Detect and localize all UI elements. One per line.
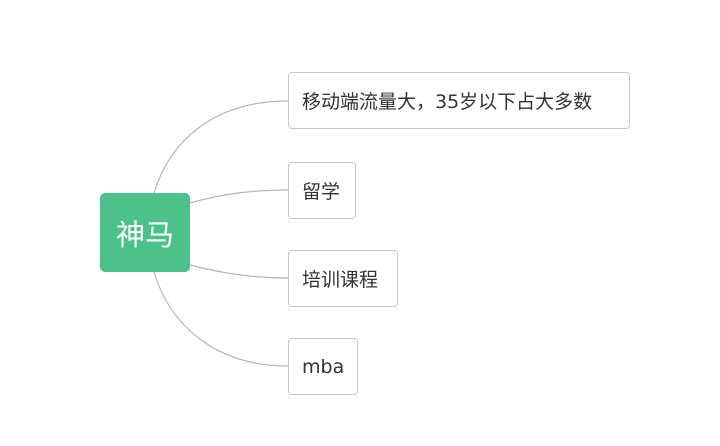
connector-2 [189, 264, 289, 279]
child-node-mobile-traffic[interactable]: 移动端流量大，35岁以下占大多数 [288, 72, 630, 129]
child-node-study-abroad[interactable]: 留学 [288, 162, 356, 219]
child-node-label: 培训课程 [302, 269, 379, 291]
connector-0 [153, 100, 289, 194]
connector-1 [189, 189, 289, 204]
child-node-label: mba [302, 355, 345, 378]
root-node[interactable]: 神马 [100, 193, 190, 272]
child-node-mba[interactable]: mba [288, 338, 358, 395]
root-node-label: 神马 [115, 217, 174, 252]
child-node-training-courses[interactable]: 培训课程 [288, 250, 398, 307]
child-node-label: 留学 [302, 181, 341, 203]
child-node-label: 移动端流量大，35岁以下占大多数 [302, 91, 593, 113]
connector-3 [153, 271, 289, 367]
